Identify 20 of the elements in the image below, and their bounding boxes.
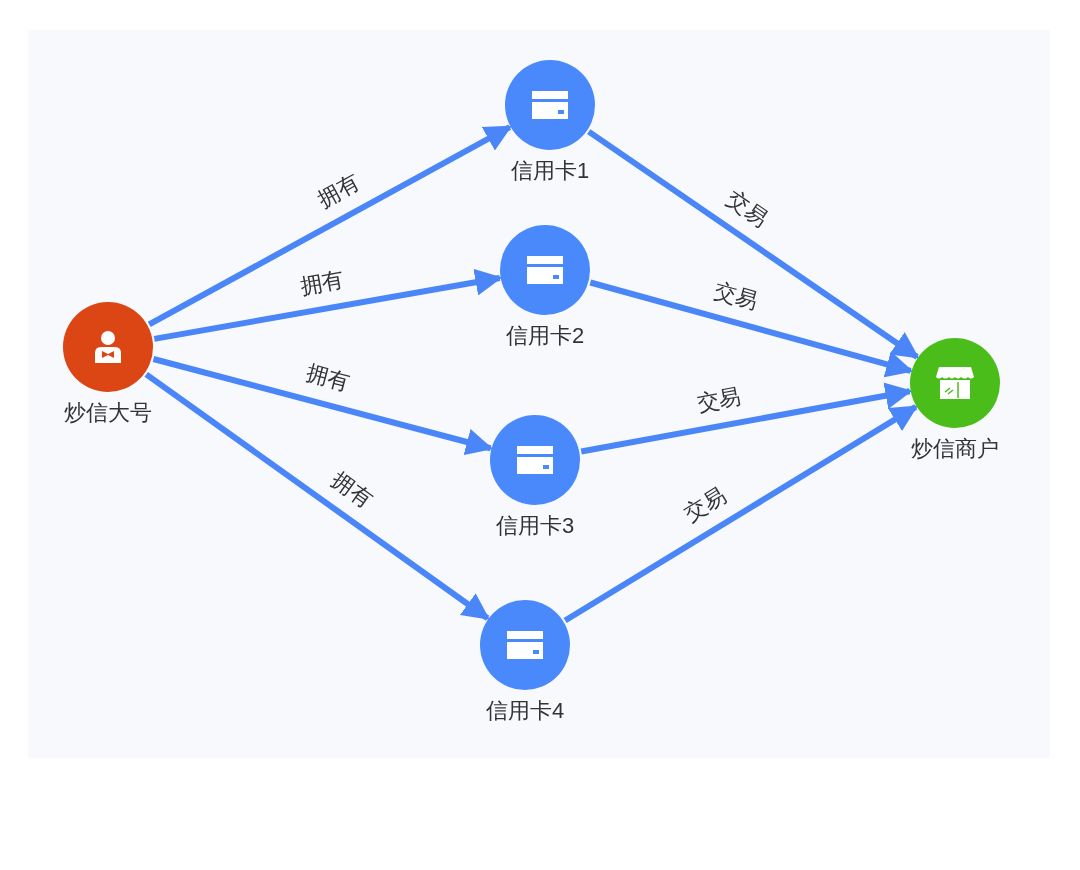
node-label: 信用卡4 [485,700,565,722]
node-label: 信用卡1 [510,160,590,182]
edge-label: 交易 [680,484,730,526]
node-label: 信用卡3 [495,515,575,537]
arrow [147,124,512,328]
arrow [563,404,918,624]
arrow [589,279,914,378]
edge-label: 交易 [722,187,772,231]
edge-label: 拥有 [304,362,353,395]
arrow [152,356,494,456]
node-label: 炒信大号 [64,402,152,424]
edge-label: 拥有 [298,268,346,298]
arrow [144,371,490,621]
edge-label: 交易 [712,279,761,313]
edge-label: 拥有 [328,468,377,512]
arrow [587,129,920,360]
node-label: 信用卡2 [505,325,585,347]
node-label: 炒信商户 [911,438,999,460]
edge-label: 拥有 [314,170,364,212]
edge-label: 交易 [695,385,743,415]
